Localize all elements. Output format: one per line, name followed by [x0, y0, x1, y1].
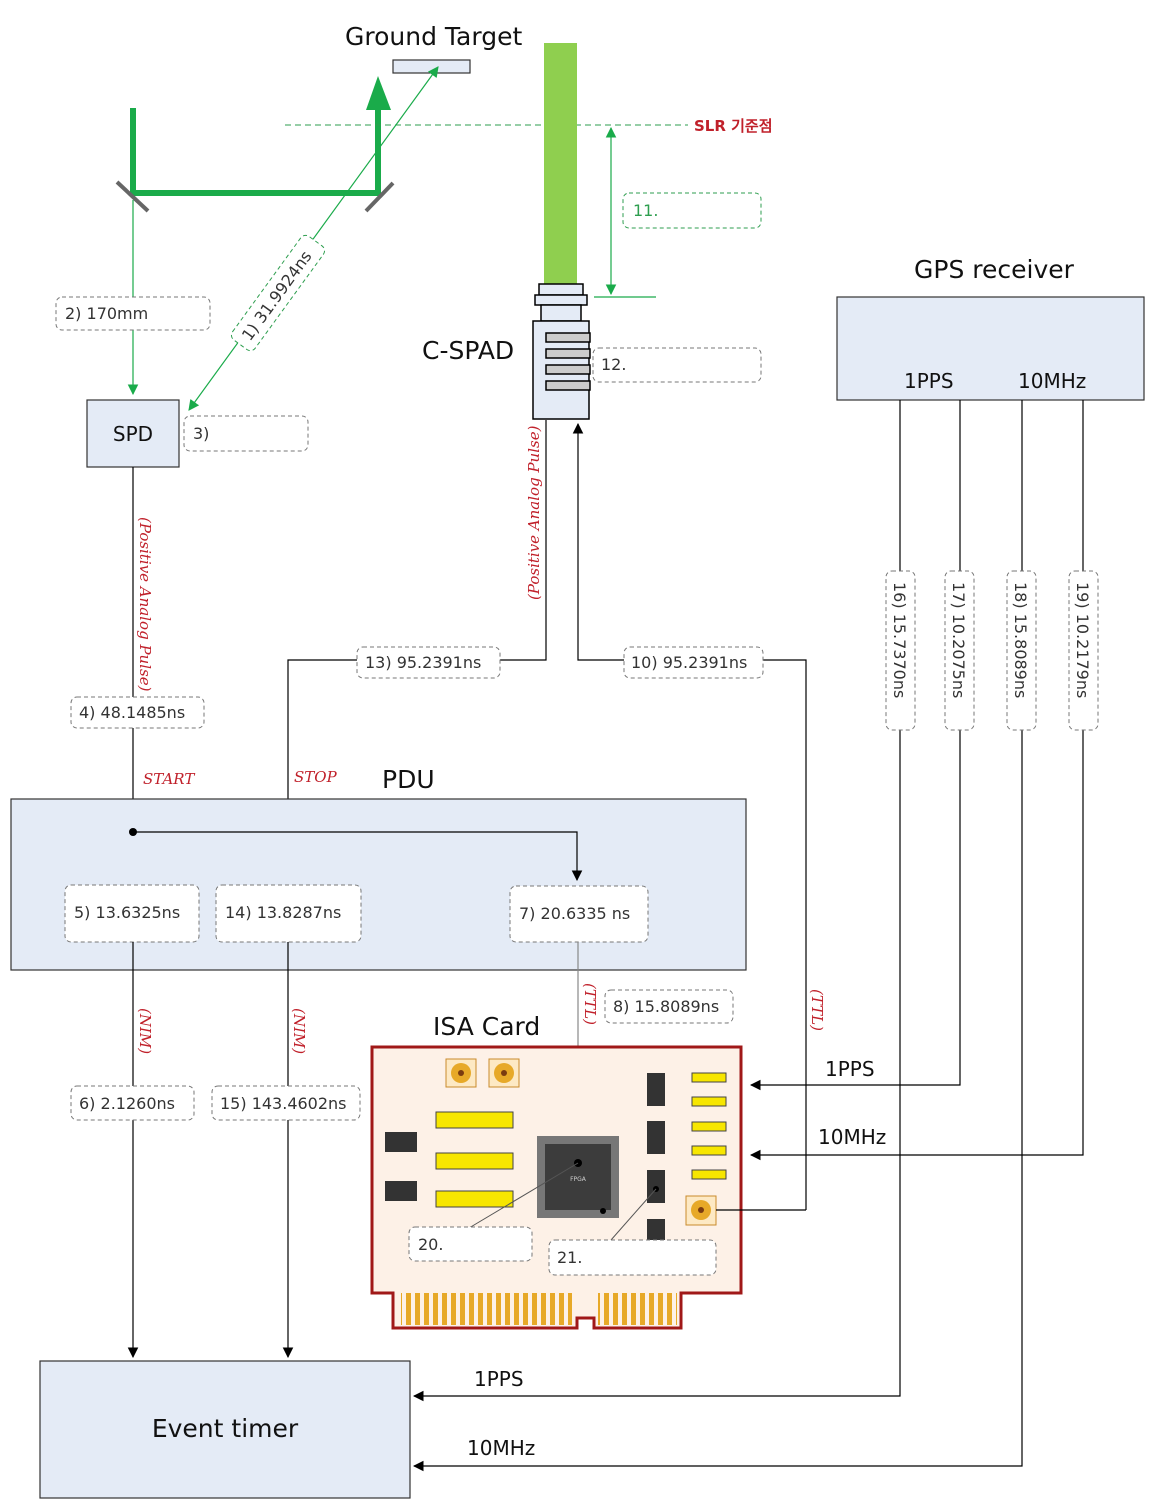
event-timer-title: Event timer [152, 1414, 299, 1443]
slr-reference-label: SLR 기준점 [694, 117, 773, 135]
timer-10mhz-label: 10MHz [467, 1436, 535, 1460]
label-21-box [548, 1239, 717, 1276]
label-11-box [622, 192, 762, 229]
label-16-text: 16) 15.7370ns [890, 582, 909, 698]
gps-1pps-to-timer-line [412, 400, 901, 1402]
nim-annotation-start: (NIM) [136, 1008, 154, 1054]
isa-card [370, 1045, 743, 1330]
spd-pulse-annotation: (Positive Analog Pulse) [136, 517, 154, 692]
label-20-leader [468, 1162, 579, 1229]
label-14: 14) 13.8287ns [225, 903, 341, 922]
spd-title: SPD [113, 422, 153, 446]
ttl-annotation-pdu: (TTL) [581, 983, 599, 1025]
target-range-arrow [188, 66, 439, 411]
stop-annotation: STOP [294, 768, 338, 786]
gps-10mhz-port: 10MHz [1018, 369, 1086, 393]
label-8-box [604, 989, 734, 1024]
label-1: 1) 31.9924ns [230, 234, 326, 352]
start-annotation: START [143, 770, 195, 788]
receive-beam [544, 43, 577, 285]
label-10-box [623, 646, 764, 679]
label-21: 21. [557, 1248, 582, 1267]
label-16: 16) 15.7370ns [885, 570, 916, 731]
label-2-box [55, 296, 211, 331]
label-17-text: 17) 10.2075ns [949, 582, 968, 698]
spad-pulse-annotation: (Positive Analog Pulse) [525, 425, 543, 600]
label-15: 15) 143.4602ns [220, 1094, 347, 1113]
label-4-box [70, 696, 205, 729]
label-20-box [408, 1226, 533, 1262]
label-13-box [356, 646, 501, 679]
label-3: 3) [193, 424, 209, 443]
label-11: 11. [633, 201, 658, 220]
laser-path [130, 76, 391, 196]
label-10: 10) 95.2391ns [631, 653, 747, 672]
isa-10mhz-label: 10MHz [818, 1125, 886, 1149]
label-17: 17) 10.2075ns [944, 570, 975, 731]
label-12: 12. [601, 355, 626, 374]
gps-title: GPS receiver [914, 255, 1075, 284]
isa-card-title: ISA Card [433, 1012, 540, 1041]
label-1-text: 1) 31.9924ns [238, 247, 316, 344]
label-4: 4) 48.1485ns [79, 703, 185, 722]
label-19-text: 19) 10.2179ns [1073, 582, 1092, 698]
gps-receiver-box [836, 296, 1145, 401]
pdu-title: PDU [382, 765, 435, 794]
gps-1pps-to-isa-line [749, 400, 961, 1091]
fpga-corner-dot [600, 1208, 606, 1214]
gps-10mhz-to-timer-line [412, 400, 1023, 1472]
label-13: 13) 95.2391ns [365, 653, 481, 672]
nim-annotation-stop: (NIM) [290, 1008, 308, 1054]
label-2: 2) 170mm [65, 304, 148, 323]
event-timer-box [39, 1360, 411, 1499]
c-spad-detector [532, 283, 591, 420]
spd-box [86, 399, 180, 468]
label-8: 8) 15.8089ns [613, 997, 719, 1016]
label-19: 19) 10.2179ns [1068, 570, 1099, 731]
label-18-text: 18) 15.8089ns [1011, 582, 1030, 698]
label-12-box [592, 347, 762, 383]
timer-1pps-label: 1PPS [474, 1367, 524, 1391]
label-18: 18) 15.8089ns [1006, 570, 1037, 731]
label-3-box [183, 415, 309, 452]
label-15-box [211, 1085, 361, 1121]
ttl-annotation-gate: (TTL) [808, 989, 826, 1031]
label-21-leader [610, 1188, 657, 1241]
isa-1pps-label: 1PPS [825, 1057, 875, 1081]
label-6: 6) 2.1260ns [79, 1094, 175, 1113]
ground-target [392, 59, 471, 74]
start-split-line [133, 831, 583, 882]
label-20: 20. [418, 1235, 443, 1254]
label-7: 7) 20.6335 ns [519, 904, 630, 923]
mirror-left [115, 180, 150, 213]
gps-10mhz-to-isa-line [749, 400, 1084, 1161]
gps-1pps-port: 1PPS [904, 369, 954, 393]
label-7-box [509, 885, 649, 943]
ground-target-title: Ground Target [345, 22, 522, 51]
label-5-box [64, 884, 200, 943]
label-6-box [70, 1085, 195, 1121]
c-spad-title: C-SPAD [422, 336, 514, 365]
label-5: 5) 13.6325ns [74, 903, 180, 922]
fpga-chip-label: FPGA [570, 1176, 587, 1183]
